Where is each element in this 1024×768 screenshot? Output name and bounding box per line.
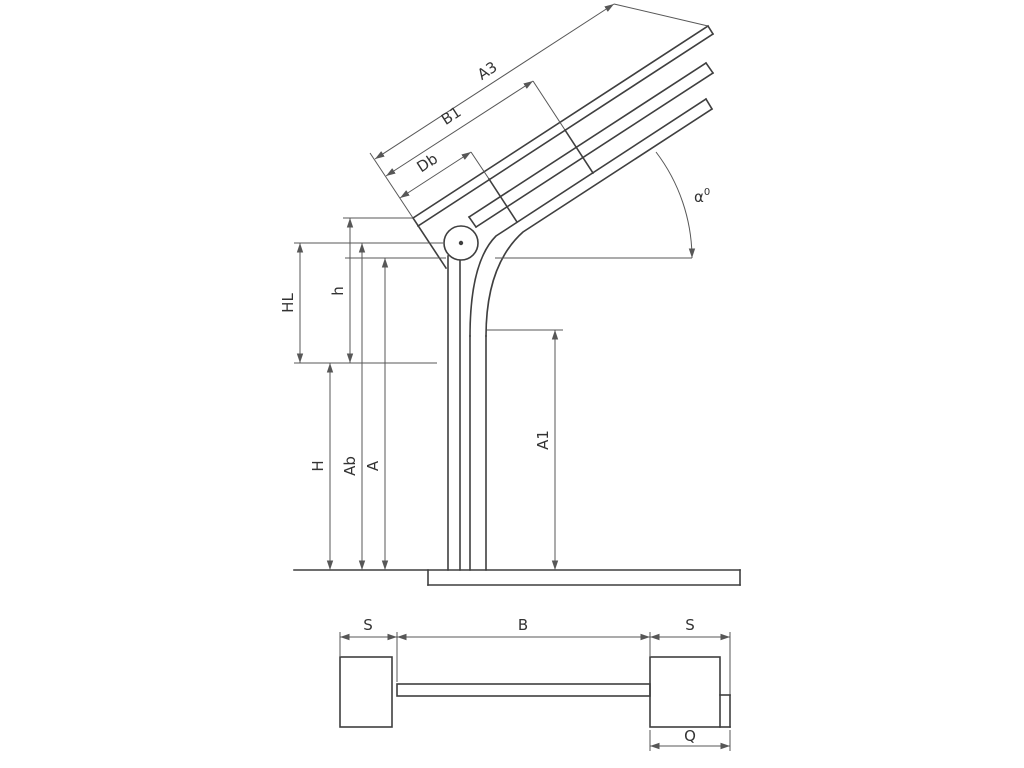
dim-label-q: Q <box>684 727 696 745</box>
dim-label-ab: Ab <box>341 456 359 476</box>
dim-line-db <box>399 151 472 199</box>
side-view: A3 B1 Db α0 HL h H Ab A A1 <box>279 3 741 586</box>
curved-track <box>469 97 714 571</box>
dim-label-a: A <box>364 460 382 471</box>
side-view-labels: A3 B1 Db α0 HL h H Ab A A1 <box>279 58 710 476</box>
dim-label-b: B <box>518 616 528 634</box>
shaft-bar <box>396 683 651 697</box>
dim-label-hl: HL <box>279 293 297 313</box>
left-side-block <box>339 656 393 728</box>
right-side-block <box>649 656 721 728</box>
right-block-step <box>719 694 731 728</box>
drum-axis-dot <box>458 240 464 246</box>
plan-view: S B S Q <box>339 616 731 751</box>
extension-lines <box>294 3 709 364</box>
dim-label-h-small: h <box>329 286 347 296</box>
dim-label-alpha: α0 <box>694 187 710 206</box>
dim-label-H: H <box>309 460 327 471</box>
dim-label-b1: B1 <box>438 103 464 129</box>
plan-extension-lines <box>339 632 731 751</box>
plan-view-labels: S B S Q <box>363 616 696 745</box>
dim-label-s-left: S <box>363 616 373 634</box>
vertical-door-leaf <box>447 255 461 571</box>
dimension-lines <box>296 3 615 570</box>
angle-arc <box>655 151 696 259</box>
dim-line-a3 <box>374 3 615 160</box>
dim-label-db: Db <box>414 150 441 177</box>
floor-line <box>293 569 741 586</box>
dim-label-s-right: S <box>685 616 695 634</box>
dim-label-a1: A1 <box>534 430 552 450</box>
dim-line-b1 <box>385 80 534 177</box>
drum <box>443 225 479 261</box>
plan-dimension-lines <box>340 633 730 750</box>
inclined-door-panel <box>467 61 715 229</box>
